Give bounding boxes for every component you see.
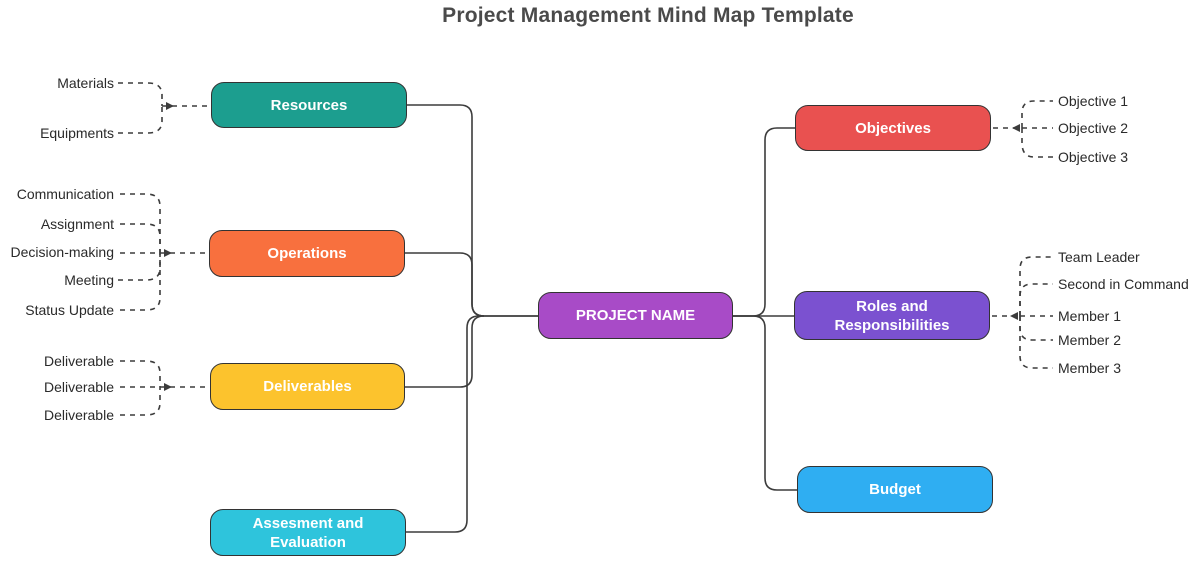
- leaf-label-objective-2[interactable]: Objective 2: [1058, 120, 1129, 136]
- connector-budget: [733, 315, 797, 491]
- leaf-wire-team-leader: [1019, 256, 1053, 316]
- leaf-label-deliverable-1[interactable]: Deliverable: [43, 353, 114, 369]
- node-project-name[interactable]: PROJECT NAME: [538, 292, 733, 339]
- connector-deliverables: [405, 315, 485, 388]
- leaf-label-decision-making[interactable]: Decision-making: [10, 244, 114, 260]
- arrowhead-resources: [166, 102, 174, 110]
- leaf-wire-second-in-command: [1019, 283, 1053, 316]
- leaf-label-materials[interactable]: Materials: [57, 75, 114, 91]
- leaf-label-member-1[interactable]: Member 1: [1058, 308, 1122, 324]
- leaf-label-objective-1[interactable]: Objective 1: [1058, 93, 1129, 109]
- node-objectives[interactable]: Objectives: [795, 105, 991, 151]
- leaf-wire-objective-1: [1021, 100, 1053, 128]
- leaf-label-deliverable-3[interactable]: Deliverable: [43, 407, 114, 423]
- leaf-label-second-in-command[interactable]: Second in Command: [1058, 276, 1189, 292]
- leaf-label-deliverable-2[interactable]: Deliverable: [43, 379, 114, 395]
- arrowhead-objectives: [1012, 124, 1020, 132]
- leaf-label-member-3[interactable]: Member 3: [1058, 360, 1122, 376]
- node-operations[interactable]: Operations: [209, 230, 405, 277]
- leaf-label-assignment[interactable]: Assignment: [40, 216, 114, 232]
- arrowhead-deliverables: [164, 383, 172, 391]
- leaf-wire-materials: [118, 82, 163, 106]
- node-deliverables[interactable]: Deliverables: [210, 363, 405, 410]
- leaf-wire-status-update: [120, 253, 161, 311]
- leaf-wire-objective-3: [1021, 128, 1053, 158]
- arrowhead-roles: [1010, 312, 1018, 320]
- node-resources[interactable]: Resources: [211, 82, 407, 128]
- leaf-wire-deliverable-1: [120, 360, 161, 387]
- leaf-label-meeting[interactable]: Meeting: [64, 272, 114, 288]
- leaf-wire-member-2: [1019, 316, 1053, 341]
- leaf-label-team-leader[interactable]: Team Leader: [1058, 249, 1140, 265]
- node-roles-responsibilities[interactable]: Roles and Responsibilities: [794, 291, 990, 340]
- leaf-wire-meeting: [118, 253, 161, 281]
- leaf-label-status-update[interactable]: Status Update: [25, 302, 114, 318]
- arrowhead-operations: [164, 249, 172, 257]
- connector-operations: [405, 252, 485, 317]
- diagram-title: Project Management Mind Map Template: [442, 4, 854, 27]
- connector-objectives: [733, 127, 795, 317]
- leaf-label-objective-3[interactable]: Objective 3: [1058, 149, 1129, 165]
- leaf-wire-assignment: [120, 223, 161, 253]
- leaf-label-member-2[interactable]: Member 2: [1058, 332, 1122, 348]
- leaf-wire-deliverable-3: [120, 387, 161, 416]
- leaf-wire-equipments: [118, 106, 163, 134]
- node-assessment-evaluation[interactable]: Assesment and Evaluation: [210, 509, 406, 556]
- leaf-wire-member-3: [1019, 316, 1053, 369]
- node-budget[interactable]: Budget: [797, 466, 993, 513]
- leaf-label-equipments[interactable]: Equipments: [40, 125, 114, 141]
- connector-assessment: [406, 315, 538, 533]
- leaf-label-communication[interactable]: Communication: [16, 186, 114, 202]
